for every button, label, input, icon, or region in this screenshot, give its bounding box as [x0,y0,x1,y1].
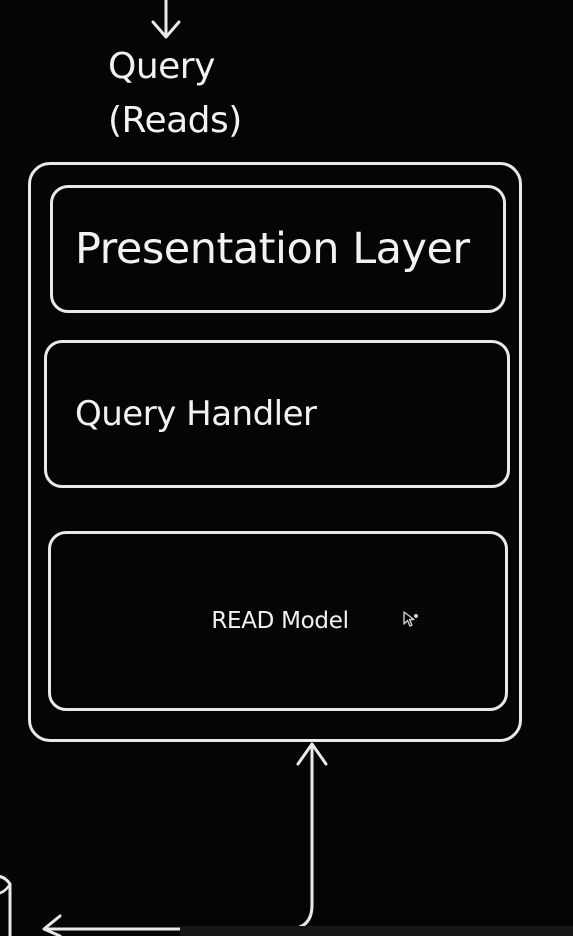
presentation-layer-label: Presentation Layer [75,224,470,274]
query-label-line2: (Reads) [108,100,242,141]
read-model-label: READ Model [211,608,349,634]
query-handler-label: Query Handler [75,394,317,434]
arrow-up-icon [42,742,328,936]
read-model-box: READ Model [48,531,508,711]
video-progress-strip [180,926,573,936]
read-service-container [28,162,522,742]
query-reads-label: Query (Reads) [108,40,242,148]
query-label-line1: Query [108,46,215,87]
pen-cursor-icon [403,611,418,627]
presentation-layer-box: Presentation Layer [50,185,506,313]
database-icon [0,874,12,936]
arrow-down-icon [151,0,181,39]
query-handler-box: Query Handler [44,340,510,488]
